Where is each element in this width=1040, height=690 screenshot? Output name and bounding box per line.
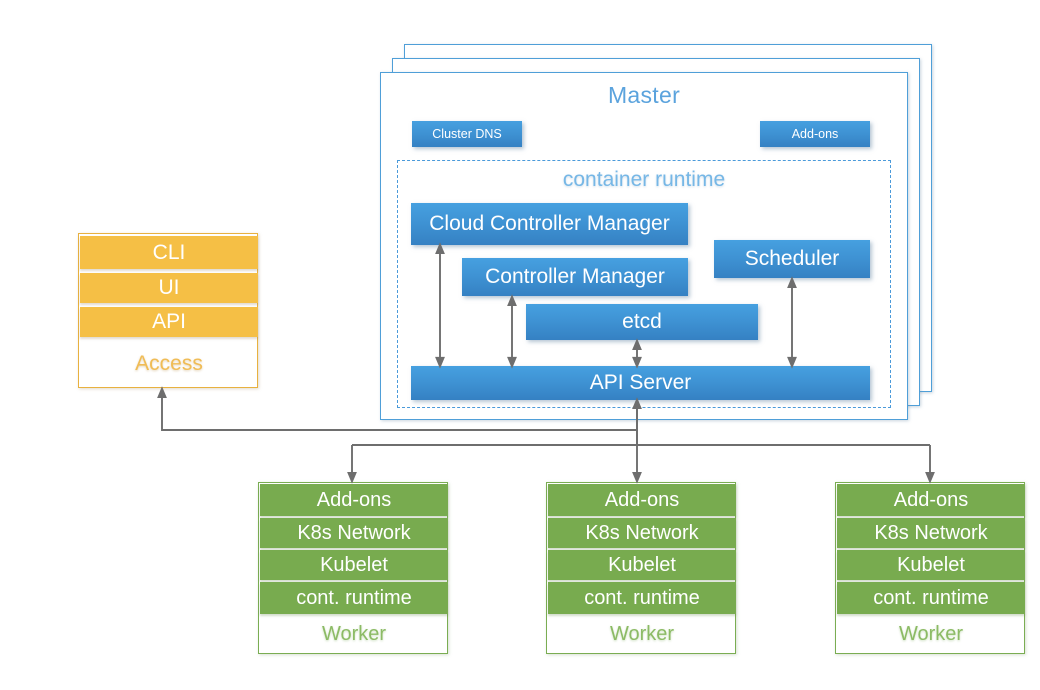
master-title: Master — [607, 82, 681, 108]
access-cell-api[interactable]: API — [80, 307, 258, 337]
access-cell-cli[interactable]: CLI — [80, 236, 258, 269]
api-server-box[interactable]: API Server — [411, 366, 870, 400]
access-cell-ui[interactable]: UI — [80, 273, 258, 303]
worker-footer-label: Worker — [321, 623, 387, 645]
worker-node-2: Add-ons K8s Network Kubelet cont. runtim… — [546, 482, 736, 654]
worker-cell-addons[interactable]: Add-ons — [548, 484, 736, 516]
worker-cell-kubelet[interactable]: Kubelet — [548, 550, 736, 580]
access-footer-label: Access — [135, 351, 203, 375]
master-addons-box[interactable]: Add-ons — [760, 121, 870, 147]
container-runtime-title: container runtime — [562, 168, 726, 191]
scheduler-box[interactable]: Scheduler — [714, 240, 870, 278]
cloud-controller-manager-box[interactable]: Cloud Controller Manager — [411, 203, 688, 245]
worker-footer-label: Worker — [609, 623, 675, 645]
container-runtime-region — [397, 160, 891, 408]
worker-cell-k8s-network[interactable]: K8s Network — [837, 518, 1025, 548]
access-stack: CLI UI API Access — [78, 233, 258, 388]
worker-cell-k8s-network[interactable]: K8s Network — [260, 518, 448, 548]
etcd-box[interactable]: etcd — [526, 304, 758, 340]
worker-footer-label: Worker — [898, 623, 964, 645]
worker-node-1: Add-ons K8s Network Kubelet cont. runtim… — [258, 482, 448, 654]
worker-cell-cont-runtime[interactable]: cont. runtime — [837, 582, 1025, 614]
worker-cell-cont-runtime[interactable]: cont. runtime — [260, 582, 448, 614]
worker-cell-addons[interactable]: Add-ons — [260, 484, 448, 516]
worker-cell-kubelet[interactable]: Kubelet — [837, 550, 1025, 580]
worker-cell-k8s-network[interactable]: K8s Network — [548, 518, 736, 548]
worker-cell-kubelet[interactable]: Kubelet — [260, 550, 448, 580]
worker-cell-cont-runtime[interactable]: cont. runtime — [548, 582, 736, 614]
worker-node-3: Add-ons K8s Network Kubelet cont. runtim… — [835, 482, 1025, 654]
controller-manager-box[interactable]: Controller Manager — [462, 258, 688, 296]
worker-cell-addons[interactable]: Add-ons — [837, 484, 1025, 516]
cluster-dns-box[interactable]: Cluster DNS — [412, 121, 522, 147]
